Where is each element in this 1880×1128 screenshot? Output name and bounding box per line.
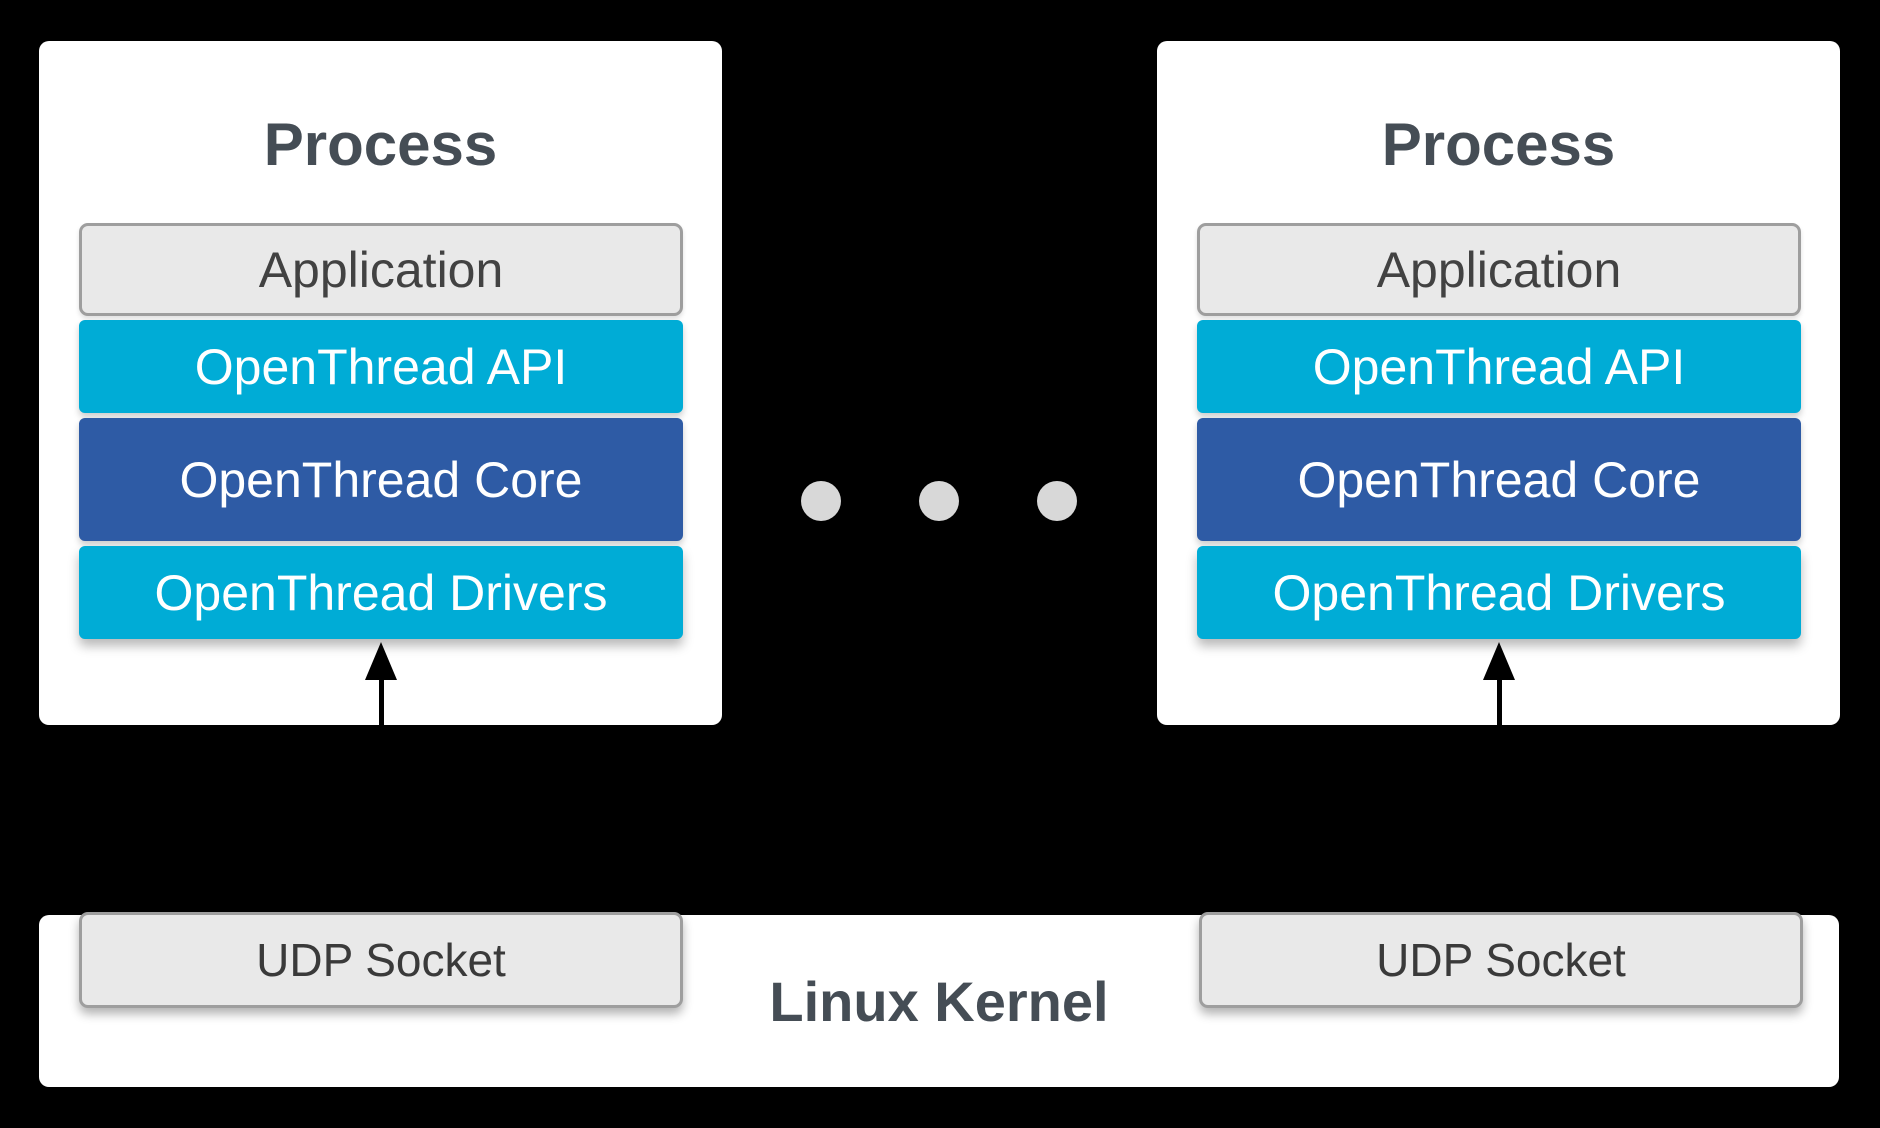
ellipsis — [801, 481, 1077, 521]
ellipsis-dot — [1037, 481, 1077, 521]
ellipsis-dot — [919, 481, 959, 521]
arrow-shaft — [378, 680, 384, 725]
process-title: Process — [263, 111, 498, 178]
layer-openthread-api: OpenThread API — [1197, 320, 1801, 413]
process-title: Process — [1381, 111, 1616, 178]
layer-openthread-drivers: OpenThread Drivers — [79, 546, 683, 639]
layer-application: Application — [1197, 223, 1801, 316]
arrow-up-icon — [1482, 642, 1516, 725]
layer-openthread-core: OpenThread Core — [79, 418, 683, 541]
layer-openthread-drivers: OpenThread Drivers — [1197, 546, 1801, 639]
kernel-bar: UDP Socket Linux Kernel UDP Socket — [39, 912, 1839, 1087]
layer-openthread-core: OpenThread Core — [1197, 418, 1801, 541]
process-card: Process Application OpenThread API OpenT… — [39, 41, 722, 725]
arrow-shaft — [1496, 680, 1502, 725]
arrow-up-icon — [364, 642, 398, 725]
layer-application: Application — [79, 223, 683, 316]
udp-socket-box: UDP Socket — [79, 912, 683, 1008]
udp-socket-box: UDP Socket — [1199, 912, 1803, 1008]
kernel-title: Linux Kernel — [769, 970, 1109, 1033]
ellipsis-dot — [801, 481, 841, 521]
process-card: Process Application OpenThread API OpenT… — [1157, 41, 1840, 725]
layer-openthread-api: OpenThread API — [79, 320, 683, 413]
arrow-head — [1483, 642, 1515, 680]
arrow-head — [365, 642, 397, 680]
